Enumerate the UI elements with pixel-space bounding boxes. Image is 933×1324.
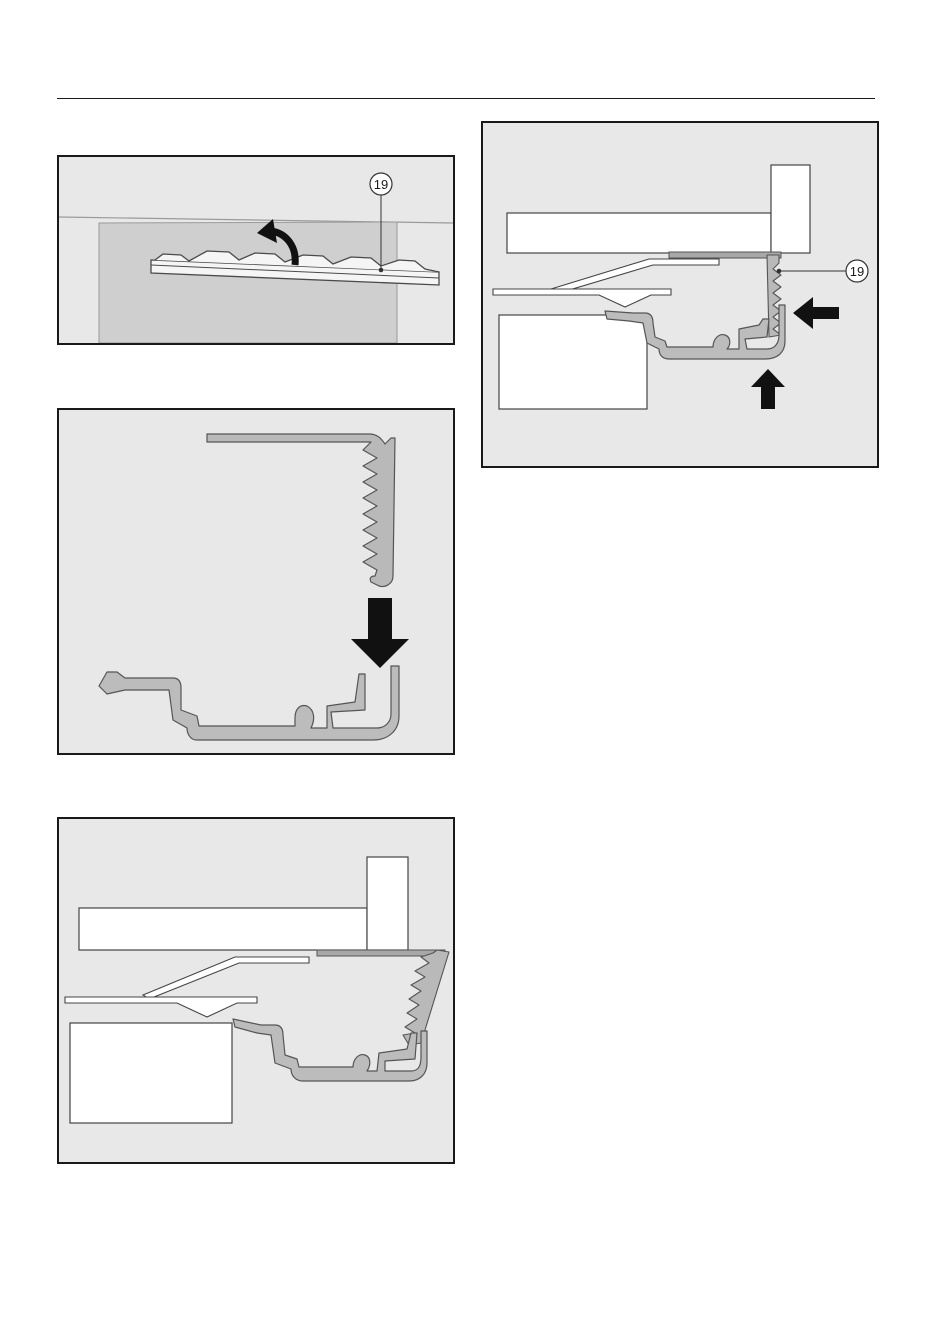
plinth-plate — [493, 289, 671, 307]
angled-trim — [143, 957, 309, 999]
cabinet-panel — [507, 213, 771, 253]
figure-position-strip-drawing — [59, 819, 453, 1162]
top-strip — [669, 252, 781, 258]
press-left-arrow — [793, 297, 839, 329]
frame-profile — [233, 1019, 427, 1081]
plinth-plate — [65, 997, 257, 1017]
callout-dot — [379, 268, 384, 273]
callout-number: 19 — [374, 177, 388, 192]
figure-press-strip-drawing: 19 — [483, 123, 877, 466]
figure-insert-strip — [57, 408, 455, 755]
recess-back-wall — [99, 222, 397, 343]
door-edge — [771, 165, 810, 253]
callout-dot — [777, 269, 782, 274]
door-edge — [367, 857, 408, 950]
cabinet-base-block — [70, 1023, 232, 1123]
figure-lift-strip-drawing: 19 — [59, 157, 453, 343]
down-arrow-head — [351, 639, 409, 668]
header-rule — [57, 98, 875, 99]
cabinet-base-block — [499, 315, 647, 409]
callout-number: 19 — [850, 264, 864, 279]
figure-position-strip — [57, 817, 455, 1164]
figure-press-strip: 19 — [481, 121, 879, 468]
cabinet-panel — [79, 908, 367, 950]
press-up-arrow — [751, 369, 785, 409]
angled-trim — [551, 259, 719, 293]
frame-profile — [99, 666, 399, 740]
figure-insert-strip-drawing — [59, 410, 453, 753]
down-arrow-shaft — [368, 598, 392, 640]
seal-strip — [207, 434, 395, 587]
figure-lift-strip: 19 — [57, 155, 455, 345]
